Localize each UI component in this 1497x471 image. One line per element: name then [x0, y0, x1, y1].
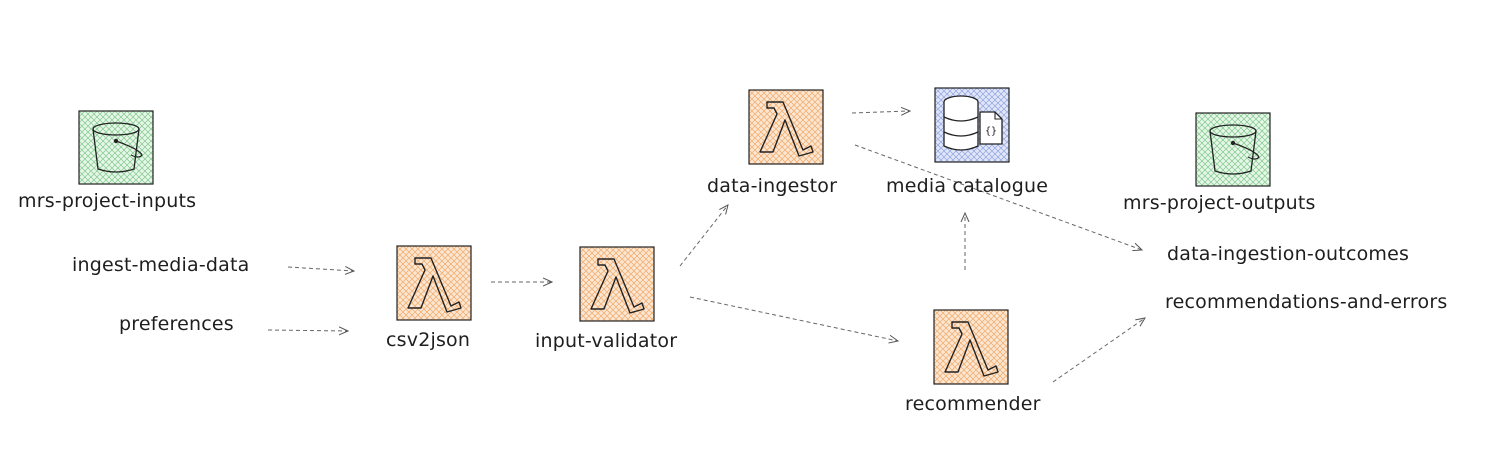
node-label-data-ingestor: data-ingestor	[707, 175, 838, 197]
node-label-inputs-bucket: mrs-project-inputs	[18, 190, 197, 212]
arrow-ingestor-to-outcomes	[854, 144, 1142, 250]
arrow-ingest-to-csv2json	[287, 267, 354, 271]
s3-bucket-icon	[1195, 112, 1271, 187]
lambda-icon	[748, 89, 824, 165]
node-label-outputs-bucket: mrs-project-outputs	[1123, 192, 1316, 214]
arrow-validator-to-ingestor	[679, 205, 728, 267]
folder-label-data-ingestion-outcomes: data-ingestion-outcomes	[1167, 243, 1410, 265]
lambda-icon	[933, 309, 1009, 385]
node-label-media-catalogue: media catalogue	[886, 175, 1049, 197]
arrow-recommender-to-errors	[1052, 318, 1145, 383]
database-icon: {}	[934, 87, 1010, 163]
arrow-ingestor-to-catalogue	[851, 111, 910, 113]
arrow-preferences-to-csv2json	[267, 330, 348, 331]
s3-bucket-icon	[78, 110, 154, 185]
node-label-input-validator: input-validator	[535, 330, 678, 352]
arrow-validator-to-recommender	[689, 296, 898, 341]
lambda-icon	[396, 245, 472, 321]
lambda-icon	[579, 246, 655, 322]
svg-text:{}: {}	[985, 126, 997, 137]
folder-label-preferences: preferences	[119, 313, 234, 335]
node-label-recommender: recommender	[905, 393, 1041, 415]
folder-label-recommendations-and-errors: recommendations-and-errors	[1165, 291, 1448, 313]
folder-label-ingest-media-data: ingest-media-data	[72, 254, 250, 276]
node-label-csv2json: csv2json	[386, 329, 471, 351]
